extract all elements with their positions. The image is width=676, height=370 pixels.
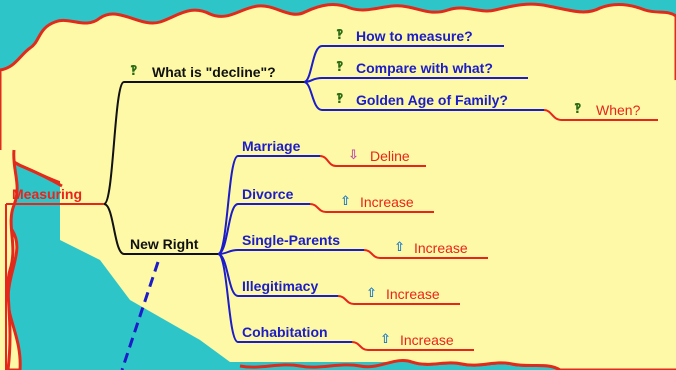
illegitimacy-trend-line — [337, 295, 460, 305]
when-node[interactable]: When? — [596, 102, 641, 118]
single-parents-trend-label[interactable]: Increase — [414, 240, 468, 256]
cloud-bottom-border — [239, 359, 676, 370]
cohabitation-trend-line — [351, 341, 474, 351]
root-to-decline-connector — [103, 81, 125, 205]
root-to-newright-connector — [103, 203, 125, 255]
new-right-node-label[interactable]: New Right — [130, 236, 199, 252]
decline-to-howmeasure — [303, 45, 504, 83]
root-node-label[interactable]: Measuring — [12, 186, 83, 202]
marriage-node[interactable]: Marriage — [242, 138, 301, 154]
up-arrow-icon: ⇧ — [340, 194, 351, 209]
question-icon: ‽ — [336, 60, 344, 75]
marriage-trend-label[interactable]: Deline — [370, 148, 410, 164]
divorce-trend-line — [309, 203, 434, 213]
illegitimacy-node[interactable]: Illegitimacy — [242, 278, 319, 294]
how-to-measure-node[interactable]: How to measure? — [356, 28, 473, 44]
compare-with-what-node[interactable]: Compare with what? — [356, 60, 493, 76]
newright-to-cohabitation — [217, 253, 352, 343]
question-icon: ‽ — [336, 28, 344, 43]
single-parents-node[interactable]: Single-Parents — [242, 232, 341, 248]
singleparents-trend-line — [363, 249, 488, 259]
divorce-node[interactable]: Divorce — [242, 186, 294, 202]
up-arrow-icon: ⇧ — [366, 286, 377, 301]
up-arrow-icon: ⇧ — [394, 240, 405, 255]
cohabitation-node[interactable]: Cohabitation — [242, 324, 328, 340]
golden-to-when — [543, 109, 658, 121]
question-icon: ‽ — [336, 92, 344, 107]
question-icon: ‽ — [574, 102, 582, 117]
newright-to-divorce — [217, 203, 310, 255]
cohabitation-trend-label[interactable]: Increase — [400, 332, 454, 348]
golden-age-node[interactable]: Golden Age of Family? — [356, 92, 508, 108]
dashed-link-line — [120, 261, 160, 370]
cloud-lower-fill — [60, 80, 676, 370]
marriage-trend-line — [319, 155, 426, 167]
up-arrow-icon: ⇧ — [380, 332, 391, 347]
down-arrow-icon: ⇩ — [348, 148, 359, 163]
illegitimacy-trend-label[interactable]: Increase — [386, 286, 440, 302]
decline-node-label[interactable]: What is "decline"? — [152, 64, 276, 80]
newright-to-singleparents — [217, 249, 364, 255]
decline-to-golden — [303, 81, 544, 111]
divorce-trend-label[interactable]: Increase — [360, 194, 414, 210]
question-icon: ‽ — [130, 64, 138, 79]
newright-to-marriage — [217, 155, 320, 255]
cloud-left-edge-border — [6, 149, 19, 370]
